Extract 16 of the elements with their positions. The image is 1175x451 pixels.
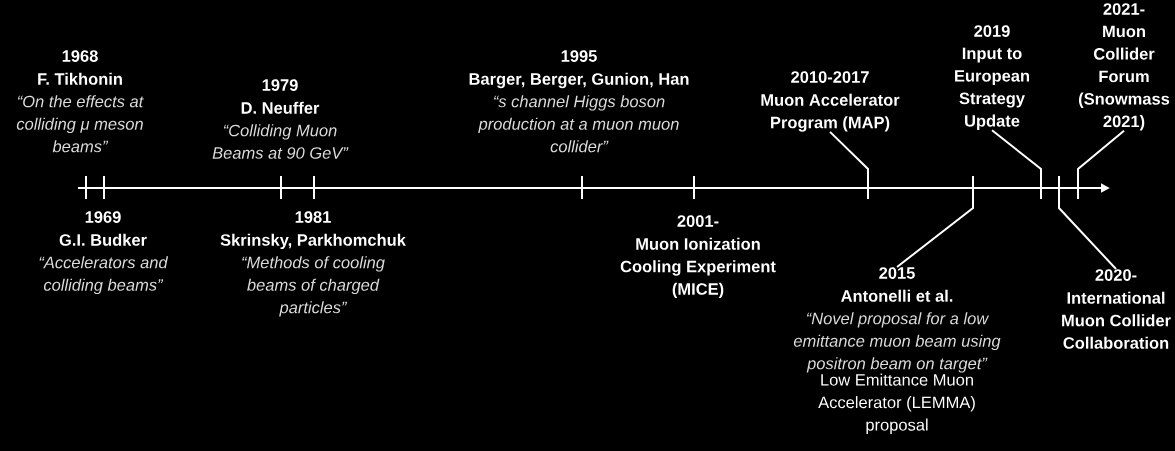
timeline-event: 2019 Input to European Strategy Update	[955, 25, 1030, 130]
timeline-event: 1968 F. Tikhonin “On the effects at colliding μ meson beams”	[16, 50, 144, 153]
timeline-event: 2001- Muon Ionization Cooling Experiment (MICE)	[620, 215, 776, 299]
leader-line	[1077, 129, 1125, 200]
timeline-event: 2010-2017 Muon Accelerator Program (MAP)	[761, 71, 900, 132]
leader-line	[829, 130, 869, 200]
timeline-event: 1995 Barger, Berger, Gunion, Han “s channel Higgs boson production at a muon muon collider”	[469, 50, 689, 153]
leader-line	[896, 175, 974, 268]
timeline-event: 2021- Muon Collider Forum (Snowmass 2021)	[1079, 3, 1170, 131]
timeline-event: 2020- International Muon Collider Collaboration	[1062, 269, 1171, 349]
leader-line	[1058, 175, 1117, 270]
leader-line	[991, 129, 1042, 200]
timeline-event: 2015 Antonelli et al. “Novel proposal for a low emittance muon beam using positron beam on target” Low Emittance Muon Accelerator (LEMMA) proposal	[793, 267, 1001, 434]
timeline-event: 1969 G.I. Budker “Accelerators and colliding beams”	[39, 211, 169, 295]
timeline-event: 1981 Skrinsky, Parkhomchuk “Methods of cooling beams of charged particles”	[220, 211, 406, 317]
timeline-event: 1979 D. Neuffer “Colliding Muon Beams at 90 GeV”	[212, 79, 349, 159]
